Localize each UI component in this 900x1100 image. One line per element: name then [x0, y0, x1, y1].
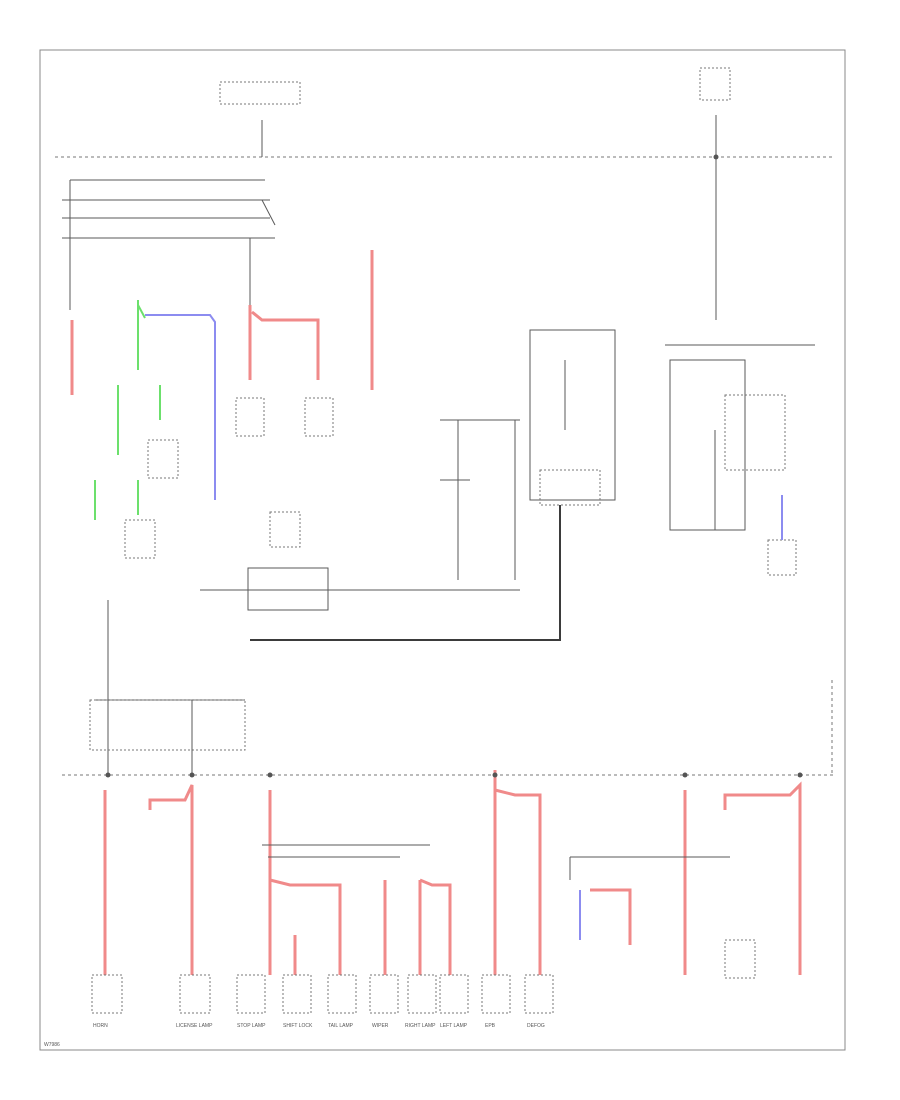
- label-left-lamp: LEFT LAMP: [440, 1023, 468, 1029]
- label-shift-lock: SHIFT LOCK: [283, 1023, 313, 1029]
- label-horn: HORN: [93, 1023, 108, 1029]
- label-wiper: WIPER: [372, 1023, 389, 1029]
- label-defog: DEFOG: [527, 1023, 545, 1029]
- component-box-4: [124, 519, 156, 559]
- fuse-feed-left-mid: [89, 600, 246, 775]
- fuse-box-top-right-feed: [699, 67, 731, 320]
- component-epb: [481, 974, 511, 1014]
- component-license-lamp: [179, 974, 211, 1014]
- wire-green-network: [94, 300, 161, 520]
- wire-red-mid-top: [248, 305, 320, 380]
- label-epb: EPB: [485, 1023, 496, 1029]
- component-box-2: [235, 397, 265, 437]
- wire-red-bottom-network: [103, 770, 802, 975]
- component-left-lamp: [439, 974, 469, 1014]
- component-box-1: [147, 439, 179, 479]
- label-right-lamp: RIGHT LAMP: [405, 1023, 436, 1029]
- component-horn: [91, 974, 123, 1014]
- component-box-5: [269, 511, 301, 548]
- label-license-lamp: LICENSE LAMP: [176, 1023, 213, 1029]
- ignition-switch-area: [200, 329, 616, 641]
- component-wiper: [369, 974, 399, 1014]
- component-tail-lamp: [327, 974, 357, 1014]
- relay-block-left: [62, 179, 276, 310]
- relay-block-right: [665, 344, 815, 576]
- component-stop-lamp: [236, 974, 266, 1014]
- component-defog: [524, 974, 554, 1014]
- component-box-3: [304, 397, 334, 437]
- junction-dots: [105, 154, 803, 778]
- fuse-box-top-left-feed: [219, 81, 301, 157]
- component-right-lamp: [407, 974, 437, 1014]
- diagram-id: W7986: [44, 1042, 60, 1048]
- diagram-frame: [39, 49, 846, 1051]
- wire-blue-top: [145, 314, 216, 500]
- component-shift-lock: [282, 974, 312, 1014]
- label-tail-lamp: TAIL LAMP: [328, 1023, 354, 1029]
- component-box-bottom-right: [724, 939, 756, 979]
- label-stop-lamp: STOP LAMP: [237, 1023, 266, 1029]
